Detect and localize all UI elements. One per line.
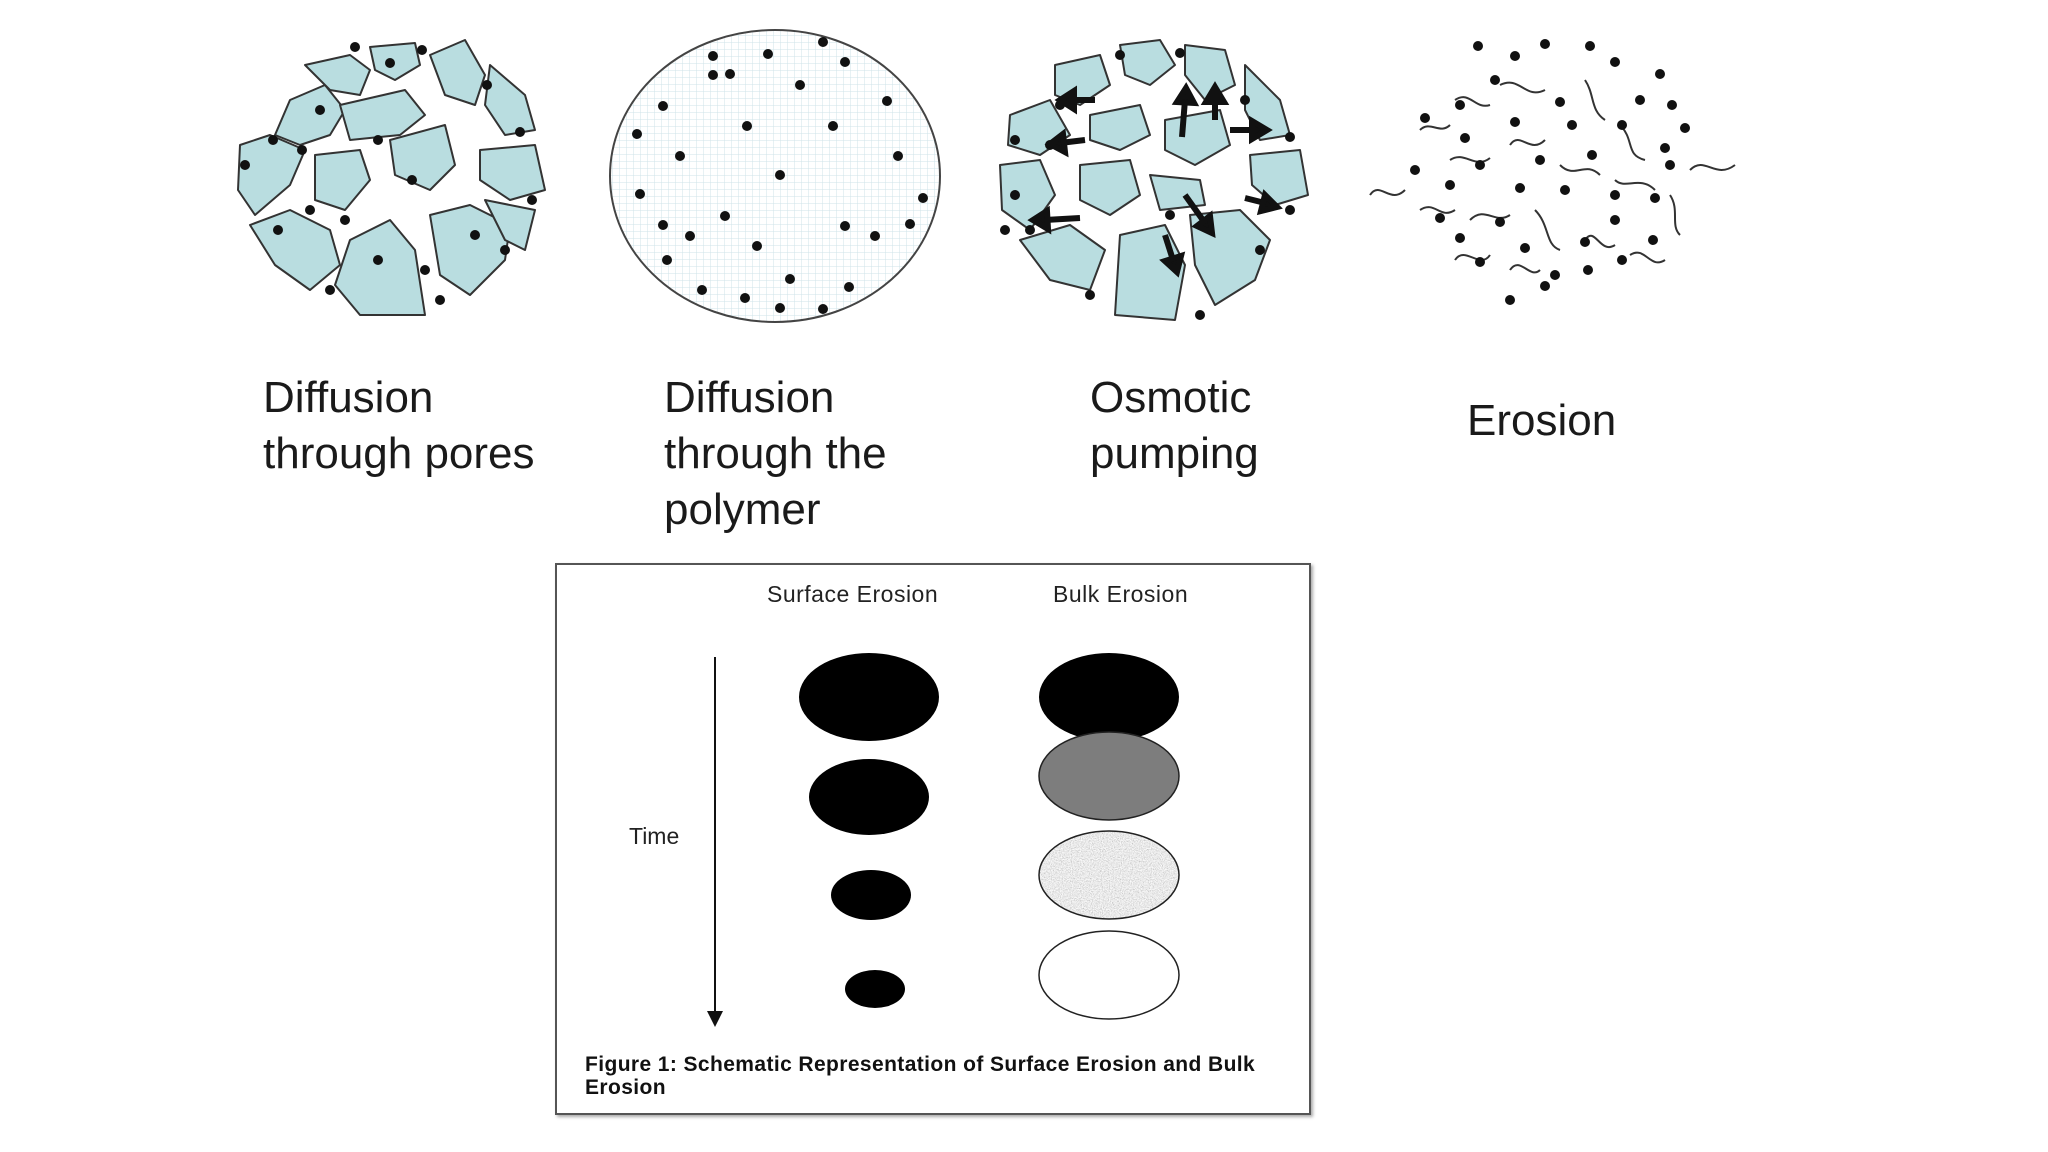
label-diffusion-pores: Diffusion through pores [263,373,535,478]
label-osmotic-pumping: Osmotic pumping [1090,373,1259,478]
figure-caption: Figure 1: Schematic Representation of Su… [585,1053,1256,1099]
bulk-erosion-stage-3 [1039,831,1179,919]
erosion-comparison-figure: Surface Erosion Bulk Erosion Time [555,563,1311,1115]
surface-erosion-stage-1 [799,653,939,741]
bulk-erosion-heading: Bulk Erosion [1053,581,1189,607]
label-erosion: Erosion [1467,396,1617,445]
surface-erosion-stage-2 [809,759,929,835]
diffusion-pores-diagram [230,25,580,335]
bulk-erosion-stage-1 [1039,653,1179,741]
osmotic-pumping-diagram [990,25,1340,335]
surface-erosion-stage-4 [845,970,905,1008]
diffusion-polymer-diagram [605,28,945,328]
surface-erosion-stage-3 [831,870,911,920]
bulk-erosion-stage-4 [1038,930,1180,1020]
surface-erosion-heading: Surface Erosion [767,581,939,607]
erosion-diagram [1360,30,1770,320]
label-diffusion-polymer: Diffusion through the polymer [664,373,887,534]
erosion-sequence [707,653,1180,1027]
time-label: Time [629,823,680,849]
bulk-erosion-stage-2 [1038,731,1180,821]
time-arrow-head [707,1011,723,1027]
